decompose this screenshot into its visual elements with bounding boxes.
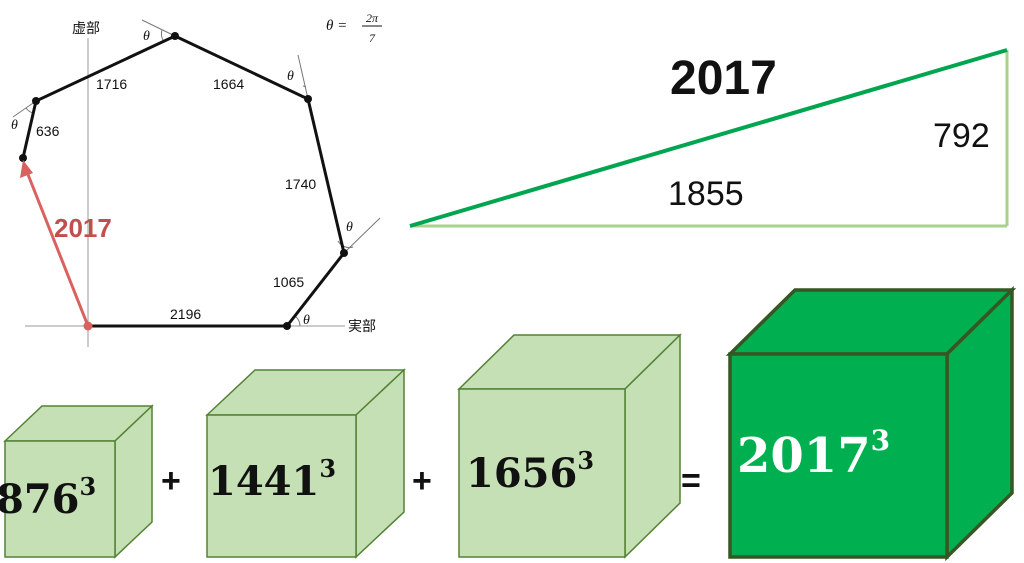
resultant-vector xyxy=(25,171,90,327)
side-label: 636 xyxy=(36,123,60,139)
cube-2-exponent: 3 xyxy=(319,454,336,483)
theta-label: θ xyxy=(346,220,353,235)
theta-label: θ xyxy=(287,69,294,84)
theta-label: θ xyxy=(143,29,150,44)
cube-2-front xyxy=(206,414,357,558)
theta-label: θ xyxy=(303,313,310,328)
result-exponent: 3 xyxy=(871,424,890,457)
angle-extension-4 xyxy=(141,19,176,37)
vertex-dot xyxy=(304,95,312,103)
side-label: 1716 xyxy=(96,76,127,92)
cube-1-base: 876 xyxy=(0,476,80,523)
vertex-dot xyxy=(32,97,40,105)
equals-sign: = xyxy=(681,462,701,500)
side-label: 2196 xyxy=(170,306,201,322)
triangle-hypotenuse xyxy=(409,48,1008,228)
theta-formula: θ = 2π 7 xyxy=(326,11,382,45)
cube-1 xyxy=(3,404,154,559)
cube-1-front xyxy=(4,440,116,558)
resultant-arrowhead xyxy=(20,160,33,178)
angle-extension-3 xyxy=(297,54,309,100)
angle-arc-4 xyxy=(160,29,164,41)
plus-sign: + xyxy=(161,462,181,500)
imag-axis-label: 虚部 xyxy=(72,20,100,36)
vertex-dot xyxy=(171,32,179,40)
cube-3-exponent: 3 xyxy=(577,446,594,475)
vertex-dot xyxy=(283,322,291,330)
cube-2 xyxy=(205,368,406,559)
cube-3-front xyxy=(458,388,626,558)
side-label: 1065 xyxy=(273,274,304,290)
side-label: 1740 xyxy=(285,176,316,192)
result-base: 2017 xyxy=(737,428,871,484)
cube-2-label: 14413 xyxy=(208,454,336,505)
angle-arc-2 xyxy=(337,240,354,249)
cube-3-label: 16563 xyxy=(466,446,594,497)
cube-1-label: 8763 xyxy=(0,472,96,523)
result-cube-front xyxy=(728,352,949,559)
formula-lhs: θ = xyxy=(326,18,347,34)
vertex-dot xyxy=(340,249,348,257)
right-triangle-diagram: 2017 1855 792 xyxy=(409,48,1009,228)
theta-label: θ xyxy=(11,118,18,133)
cube-1-exponent: 3 xyxy=(80,472,97,501)
cube-2-base: 1441 xyxy=(208,458,319,505)
height-label: 792 xyxy=(933,117,990,155)
angle-arc-1 xyxy=(294,315,301,327)
vertex-dot xyxy=(19,154,27,162)
angle-arc-3 xyxy=(302,85,307,88)
side-label: 1664 xyxy=(213,76,244,92)
plus-sign: + xyxy=(412,462,432,500)
result-cube-label: 20173 xyxy=(737,424,890,484)
heptagon-diagram: 虚部 実部 2017 2196 xyxy=(11,11,382,347)
angle-extension-5 xyxy=(12,100,37,118)
formula-numerator: 2π xyxy=(366,11,379,25)
base-label: 1855 xyxy=(668,175,744,213)
cube-3 xyxy=(457,333,682,559)
cube-equation: 8763 + 14413 + 16563 = 201 xyxy=(0,285,1017,562)
result-cube xyxy=(725,285,1017,562)
hypotenuse-label: 2017 xyxy=(670,52,777,105)
resultant-label: 2017 xyxy=(54,213,112,243)
formula-denominator: 7 xyxy=(369,31,376,45)
real-axis-label: 実部 xyxy=(348,318,376,334)
origin-dot xyxy=(83,321,93,331)
cube-3-base: 1656 xyxy=(466,450,577,497)
